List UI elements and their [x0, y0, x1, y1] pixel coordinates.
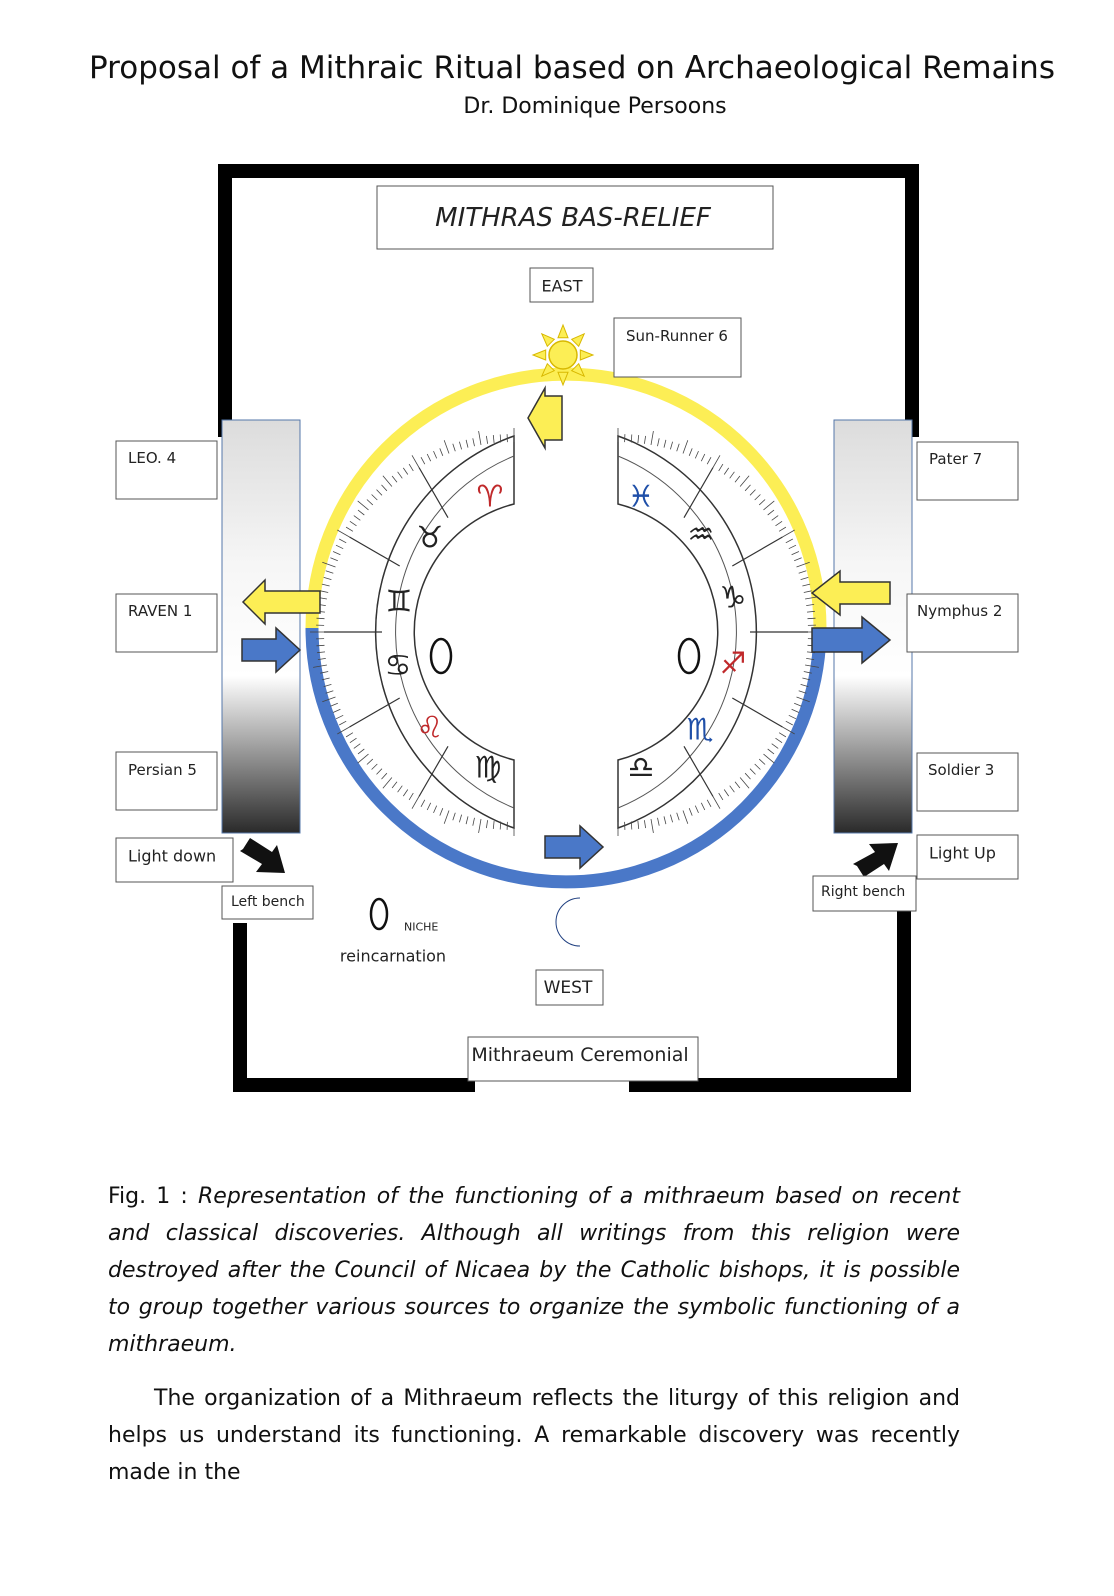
grade-persian: Persian 5 — [128, 761, 197, 779]
body-paragraph: The organization of a Mithraeum reflects… — [108, 1386, 960, 1485]
zodiac-left-half — [310, 428, 515, 836]
zodiac-sign-left-2: ♉ — [417, 521, 444, 556]
zodiac-sign-right-5: ♏ — [687, 713, 714, 748]
left-bench-label: Left bench — [231, 894, 305, 910]
right-inner-oval — [677, 637, 701, 675]
right-yellow-arrow-icon — [810, 569, 891, 617]
zodiac-sign-left-1: ♈ — [477, 480, 504, 515]
zodiac-sign-left-4: ♋ — [385, 649, 412, 684]
zodiac-sign-left-3: ♊ — [386, 585, 413, 620]
right-blue-arrow-icon — [811, 615, 892, 665]
sun-icon — [531, 323, 595, 387]
grade-soldier: Soldier 3 — [928, 761, 994, 779]
grade-nymphus: Nymphus 2 — [917, 602, 1002, 620]
reincarnation-label: reincarnation — [340, 947, 446, 966]
bas-relief-label: MITHRAS BAS-RELIEF — [435, 203, 712, 233]
light-up-arrow-icon — [853, 843, 898, 877]
east-label: EAST — [542, 277, 583, 296]
zodiac-sign-right-1: ♓ — [628, 480, 655, 515]
zodiac-right-half — [617, 428, 822, 836]
grade-sun-runner: Sun-Runner 6 — [626, 327, 728, 345]
right-bench — [833, 419, 913, 834]
paper-title: Proposal of a Mithraic Ritual based on A… — [89, 50, 1055, 86]
light-down-arrow-icon — [240, 838, 285, 873]
figure-caption: Fig. 1 : Representation of the functioni… — [108, 1178, 960, 1363]
light-down-label: Light down — [128, 847, 216, 866]
zodiac-sign-left-5: ♌ — [417, 711, 444, 746]
left-inner-oval — [429, 637, 453, 675]
paper-author: Dr. Dominique Persoons — [463, 94, 727, 119]
moon-icon — [555, 897, 581, 947]
zodiac-sign-right-6: ♎ — [628, 751, 655, 786]
sun-arrow-top-icon — [527, 385, 563, 451]
zodiac-sign-right-3: ♑ — [720, 581, 747, 616]
zodiac-sign-left-6: ♍ — [475, 751, 502, 786]
zodiac-sign-right-2: ♒ — [688, 518, 715, 553]
bottom-blue-arrow-icon — [544, 824, 605, 870]
west-label: WEST — [544, 978, 593, 998]
caption-text: Representation of the functioning of a m… — [108, 1184, 960, 1357]
left-blue-arrow-icon — [241, 626, 302, 674]
light-up-label: Light Up — [929, 844, 996, 863]
right-bench-label: Right bench — [821, 884, 905, 900]
niche-label: NICHE — [404, 921, 438, 934]
moon-arc — [305, 627, 827, 889]
zodiac-sign-right-4: ♐ — [720, 647, 747, 682]
caption-label: Fig. 1 : — [108, 1184, 188, 1209]
left-bench — [221, 419, 301, 834]
grade-pater: Pater 7 — [929, 450, 982, 468]
mithraeum-diagram: ♈ ♉ ♊ ♋ ♌ ♍ ♓ ♒ ♑ ♐ ♏ ♎ — [115, 164, 1019, 1092]
ceremonial-label: Mithraeum Ceremonial — [471, 1044, 688, 1066]
mithraeum-walls — [218, 164, 919, 1092]
grade-leo: LEO. 4 — [128, 449, 176, 467]
niche-oval — [369, 897, 389, 931]
grade-raven: RAVEN 1 — [128, 602, 192, 620]
left-yellow-arrow-icon — [241, 578, 321, 626]
